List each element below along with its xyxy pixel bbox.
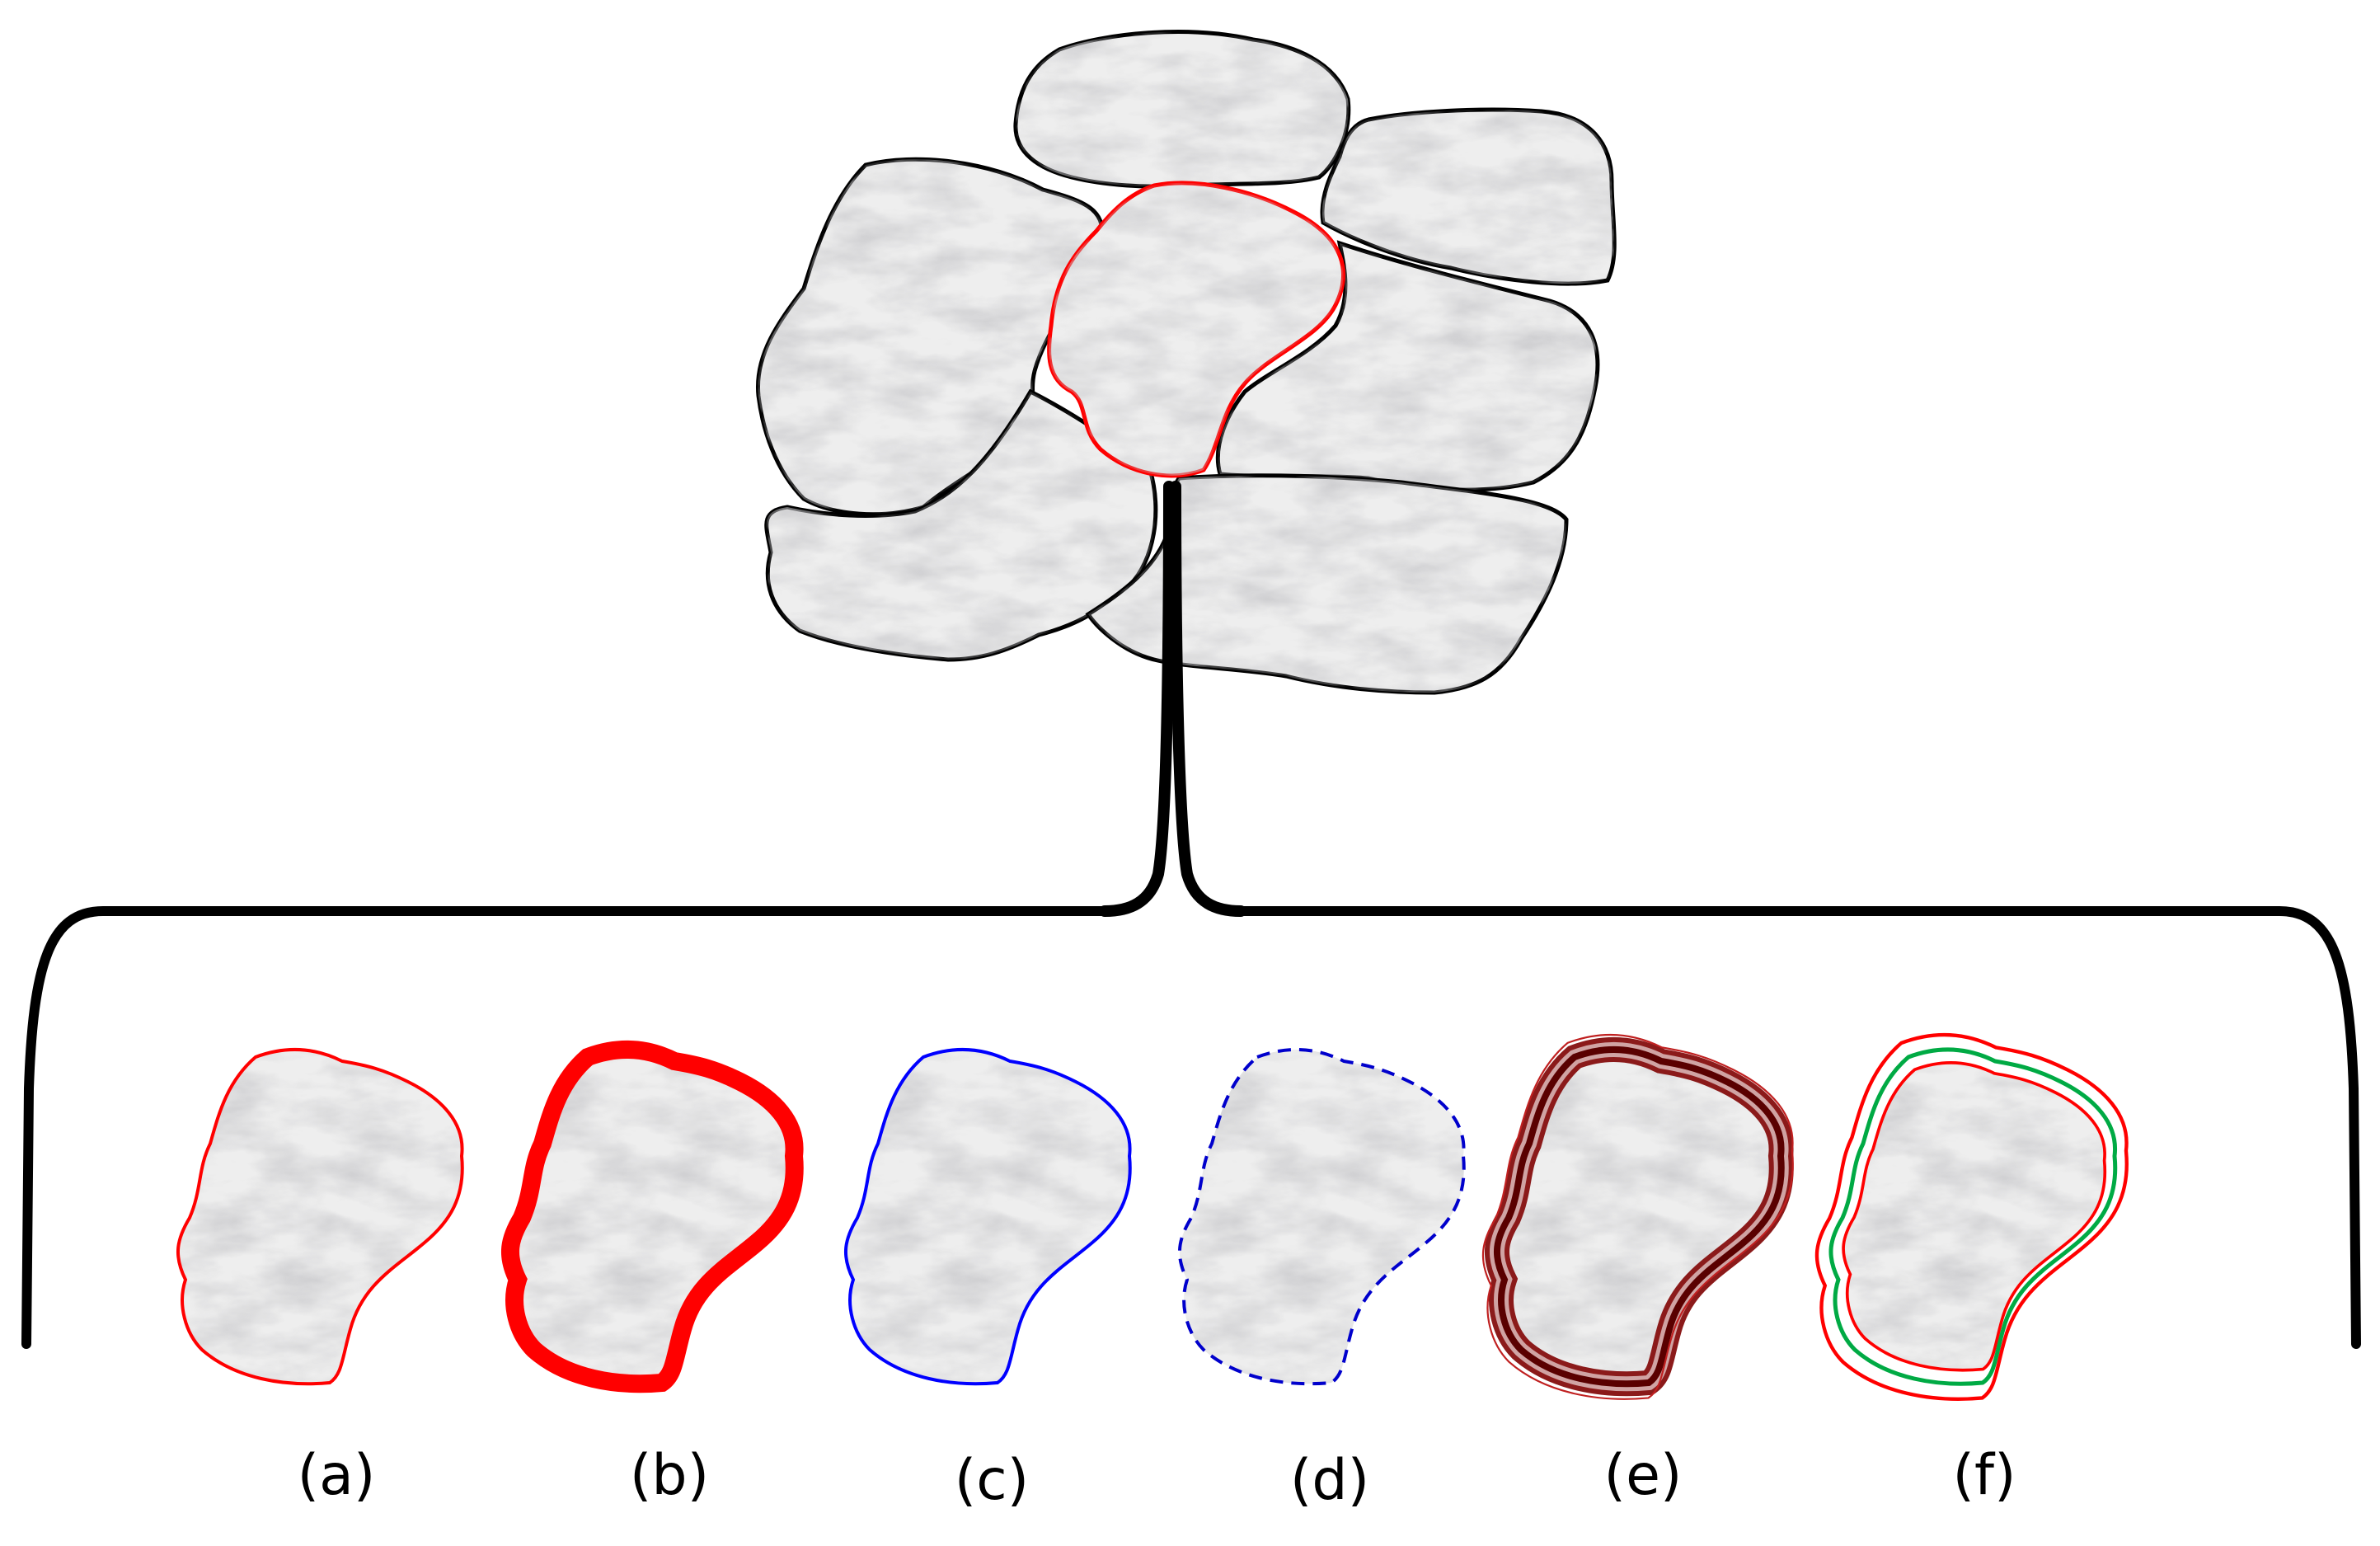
bracket-left-arm — [21, 906, 1110, 1349]
variant-a-stone — [176, 1047, 464, 1386]
label-b: (b) — [630, 1443, 709, 1508]
stone-right — [1215, 240, 1600, 492]
stone-cluster — [755, 30, 1617, 695]
bracket-right-arm — [1236, 906, 2361, 1349]
variant-d-stone — [1177, 1047, 1466, 1386]
label-d: (d) — [1290, 1448, 1369, 1513]
stone-bottom-right — [1085, 473, 1569, 695]
stone-selected-center — [1047, 181, 1345, 478]
label-a: (a) — [298, 1443, 376, 1508]
connector-stem — [1099, 481, 1175, 917]
variant-e-stone — [1481, 1033, 1794, 1400]
bracket-connector — [21, 481, 2361, 1349]
variant-f-stone — [1817, 1035, 2127, 1399]
variant-c-stone — [843, 1047, 1132, 1386]
stone-bottom-left — [764, 388, 1158, 662]
label-e: (e) — [1604, 1443, 1683, 1508]
connector-stem-right — [1170, 481, 1246, 917]
label-f: (f) — [1953, 1443, 2016, 1508]
stone-top-right — [1320, 107, 1617, 286]
variant-b-stone — [510, 1050, 795, 1384]
label-c: (c) — [955, 1448, 1029, 1513]
stone-top — [1013, 30, 1351, 189]
